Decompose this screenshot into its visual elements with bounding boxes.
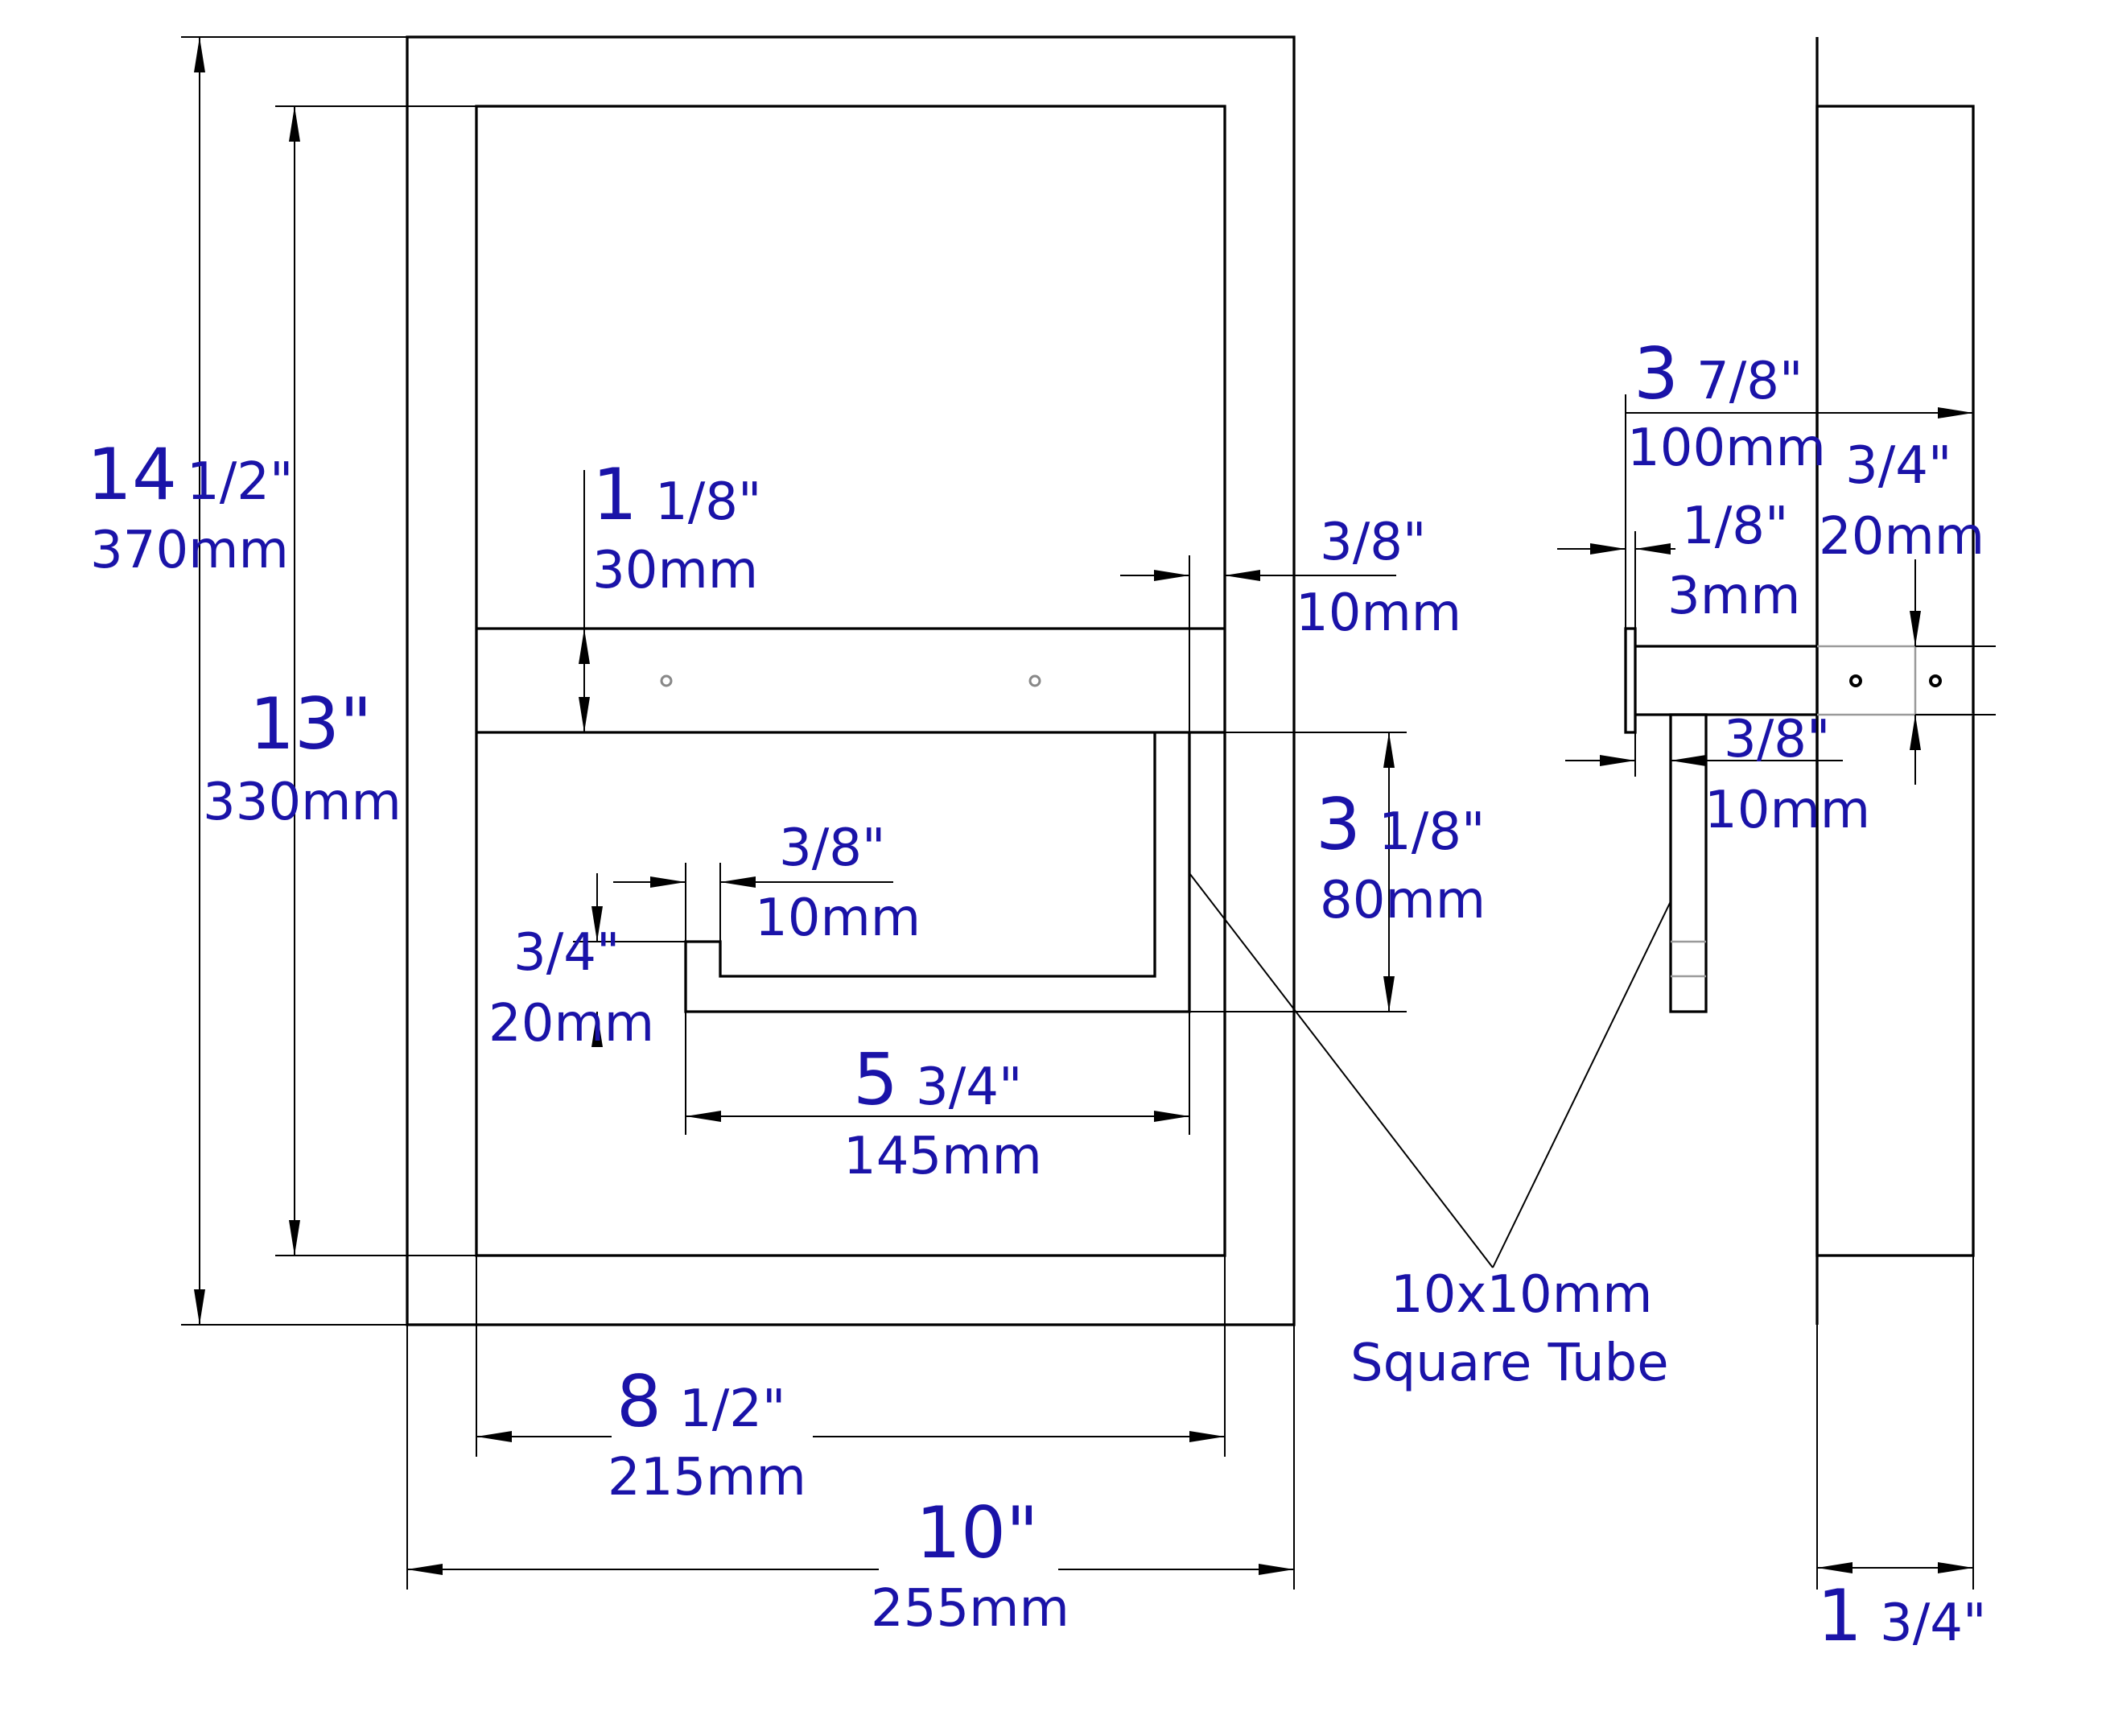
side-tube-label: 3/8" [1724,710,1830,769]
side-tube-metric: 10mm [1704,781,1870,840]
side-hole-1 [1849,674,1862,687]
hook-height-metric: 20mm [488,994,654,1054]
inner-panel [475,105,1226,1257]
side-plate-metric: 3mm [1667,567,1800,626]
side-view [1624,37,1975,1325]
mount-hole-left [660,674,673,687]
side-flange-metric: 20mm [1819,507,1984,567]
holder-height-metric: 80mm [1320,871,1486,930]
side-plate [1624,627,1637,734]
side-hole-2 [1929,674,1942,687]
overall-width-label: 10" [916,1491,1038,1574]
right-gap-metric: 10mm [1296,583,1461,643]
paper-holder-outer [684,732,1191,1013]
overall-height-metric: 370mm [90,521,289,580]
front-view [406,35,1296,1326]
side-depth-metric: 100mm [1627,419,1826,478]
side-flange-label: 3/4" [1845,436,1951,496]
tube-drop [1669,713,1708,1013]
side-body [1815,105,1975,1257]
dimension-lines [181,36,1996,1590]
callout-material: Square Tube [1350,1334,1669,1393]
holder-width-metric: 145mm [843,1127,1042,1186]
right-gap-label: 3/8" [1320,513,1426,572]
mount-hole-right [1028,674,1041,687]
hook-height-label: 3/4" [513,923,620,983]
outer-frame [406,35,1296,1326]
callout-leader-right [1492,901,1671,1268]
callout-leader-left [1189,872,1494,1268]
inner-width-metric: 215mm [608,1448,806,1507]
inner-height-label: 13" [249,682,372,765]
hook-gap-label: 3/8" [779,819,885,878]
side-plate-label: 1/8" [1682,497,1788,556]
callout-size: 10x10mm [1391,1265,1652,1325]
hook-gap-metric: 10mm [755,889,921,948]
overall-width-metric: 255mm [871,1579,1069,1639]
bar-height-metric: 30mm [592,541,758,600]
inner-height-metric: 330mm [203,773,402,832]
